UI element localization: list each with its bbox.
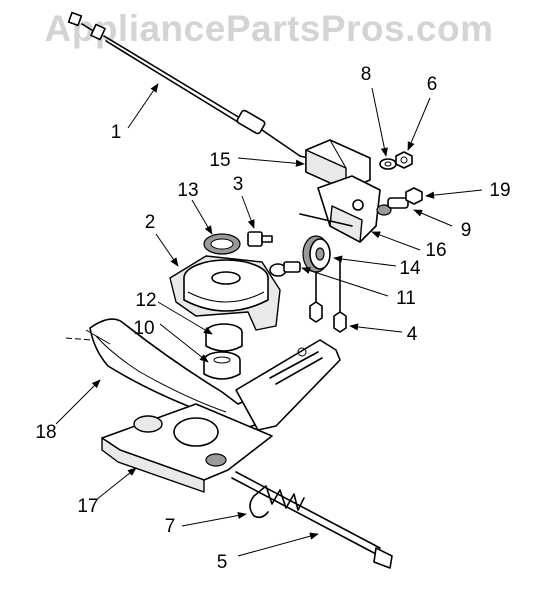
- bushing-12: [205, 323, 243, 352]
- callout-5: 5: [217, 552, 228, 573]
- callout-1: 1: [111, 122, 122, 143]
- idler-bracket-lower: [299, 175, 381, 243]
- leader-lines: [55, 83, 483, 557]
- pivot-bolt-11: [269, 261, 301, 277]
- callout-2: 2: [145, 212, 156, 233]
- callout-18: 18: [35, 422, 56, 443]
- nut-19: [405, 187, 423, 205]
- callout-10: 10: [133, 318, 154, 339]
- callout-15: 15: [209, 150, 230, 171]
- callout-labels: 1 2 3 4 5 6 7 8 9 10 11 12 13 14 15 16 1…: [35, 64, 510, 573]
- callout-14: 14: [399, 258, 421, 279]
- spring-7: [249, 485, 305, 519]
- callout-11: 11: [396, 288, 416, 309]
- watermark: AppliancePartsPros.com: [44, 8, 494, 49]
- lower-rod-5: [231, 471, 393, 569]
- shoulder-bolt-3: [247, 231, 273, 247]
- idler-pulley-14: [302, 235, 331, 273]
- callout-6: 6: [427, 74, 438, 95]
- nut-6: [395, 151, 413, 169]
- bolts-4: [309, 259, 347, 333]
- lever-plate: [235, 339, 341, 431]
- drive-pulley-2: [169, 255, 281, 331]
- callout-13: 13: [177, 180, 198, 201]
- base-bracket-17: [101, 403, 273, 493]
- bushing-10: [203, 351, 241, 380]
- callout-12: 12: [135, 290, 156, 311]
- callout-7: 7: [165, 516, 176, 537]
- callout-19: 19: [489, 180, 510, 201]
- belt-ring-13: [203, 233, 241, 255]
- callout-3: 3: [233, 174, 244, 195]
- callout-8: 8: [361, 64, 372, 85]
- callout-9: 9: [461, 220, 472, 241]
- upper-cable: [67, 11, 317, 161]
- callout-17: 17: [77, 496, 98, 517]
- washer: [379, 158, 397, 170]
- spacer-9: [376, 197, 409, 216]
- callout-4: 4: [407, 324, 418, 345]
- callout-16: 16: [425, 240, 446, 261]
